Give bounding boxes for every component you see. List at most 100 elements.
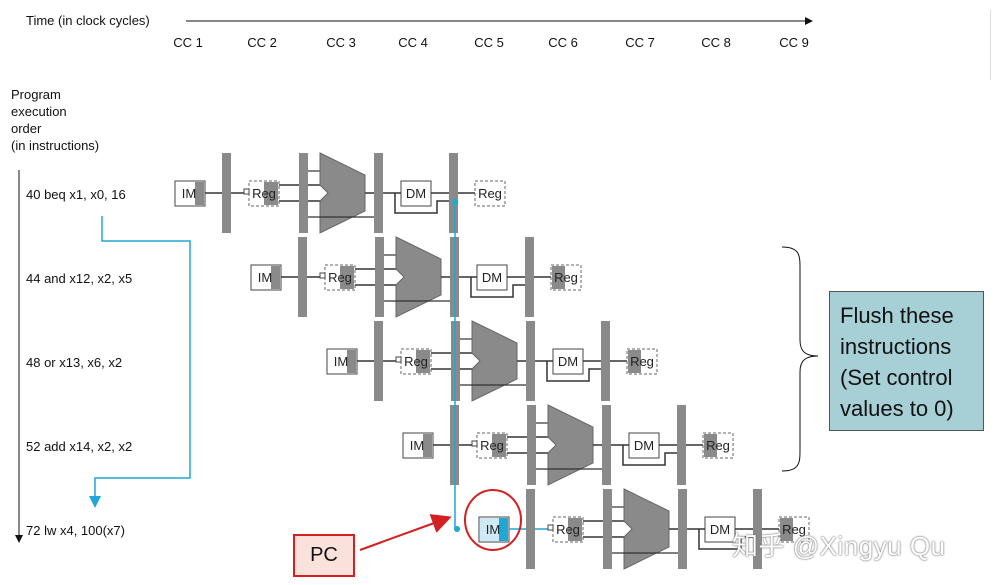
pipeline-register bbox=[222, 153, 231, 233]
pipeline-register bbox=[374, 321, 383, 401]
reg-read-shade bbox=[264, 182, 278, 205]
reg-port bbox=[471, 440, 478, 447]
pc-select-dot bbox=[454, 526, 460, 532]
program-order-line-4: (in instructions) bbox=[11, 138, 99, 153]
pc-highlight-circle bbox=[464, 489, 522, 551]
reg-read-label: Reg bbox=[328, 270, 352, 285]
instruction-label-beq: 40 beq x1, x0, 16 bbox=[26, 187, 126, 202]
im-shade bbox=[499, 518, 508, 541]
reg-read-shade bbox=[492, 434, 506, 457]
flush-note-line-3: (Set control bbox=[840, 365, 953, 390]
reg-read-label: Reg bbox=[404, 354, 428, 369]
program-order-line-1: Program bbox=[11, 87, 61, 102]
dm-box bbox=[704, 516, 736, 543]
pipeline-register bbox=[602, 405, 611, 485]
reg-read-label: Reg bbox=[252, 186, 276, 201]
reg-port bbox=[243, 188, 250, 195]
reg-write-shade bbox=[476, 182, 489, 205]
pc-callout: PC bbox=[293, 534, 355, 577]
clock-cycle-label: CC 5 bbox=[474, 35, 504, 50]
reg-write-shade bbox=[780, 518, 793, 541]
reg-write-label: Reg bbox=[554, 270, 578, 285]
pipeline-register bbox=[449, 153, 458, 233]
program-order-label: Program execution order (in instructions… bbox=[11, 87, 99, 153]
pipeline-register bbox=[299, 153, 308, 233]
pipeline-register bbox=[601, 321, 610, 401]
dm-box bbox=[552, 348, 584, 375]
dm-label: DM bbox=[558, 354, 578, 369]
program-order-line-2: execution bbox=[11, 104, 67, 119]
clock-cycle-label: CC 2 bbox=[247, 35, 277, 50]
pipeline-register bbox=[753, 489, 762, 569]
time-axis-label: Time (in clock cycles) bbox=[26, 13, 150, 28]
pipeline-register bbox=[603, 489, 612, 569]
wire bbox=[546, 361, 601, 382]
flush-note: Flush these instructions (Set control va… bbox=[829, 291, 984, 431]
clock-cycle-label: CC 8 bbox=[701, 35, 731, 50]
slide-edge-mark bbox=[990, 10, 991, 80]
reg-port bbox=[319, 272, 326, 279]
alu bbox=[623, 488, 670, 570]
alu bbox=[319, 152, 366, 234]
pipeline-register bbox=[527, 405, 536, 485]
pipeline-register bbox=[526, 321, 535, 401]
im-shade bbox=[195, 182, 204, 205]
reg-port bbox=[395, 356, 402, 363]
clock-cycle-label: CC 3 bbox=[326, 35, 356, 50]
im-label: IM bbox=[486, 522, 500, 537]
alu bbox=[547, 404, 594, 486]
instruction-label-or: 48 or x13, x6, x2 bbox=[26, 355, 122, 370]
im-label: IM bbox=[258, 270, 272, 285]
reg-read-shade bbox=[340, 266, 354, 289]
pipeline-row-lw: IM Reg DM Reg bbox=[478, 488, 810, 570]
im-shade bbox=[347, 350, 356, 373]
clock-cycle-label: CC 4 bbox=[398, 35, 428, 50]
dm-box bbox=[400, 180, 432, 207]
watermark: 知乎 @Xingyu Qu bbox=[732, 531, 946, 561]
reg-write-label: Reg bbox=[630, 354, 654, 369]
pipeline-register bbox=[677, 405, 686, 485]
pipeline-register bbox=[678, 489, 687, 569]
dm-label: DM bbox=[482, 270, 502, 285]
pipeline-register bbox=[525, 237, 534, 317]
reg-port bbox=[547, 524, 554, 531]
program-order-line-3: order bbox=[11, 121, 42, 136]
pipeline-register bbox=[526, 489, 535, 569]
clock-cycle-label: CC 1 bbox=[173, 35, 203, 50]
flush-note-line-1: Flush these bbox=[840, 303, 954, 328]
reg-read-label: Reg bbox=[556, 522, 580, 537]
instruction-label-add: 52 add x14, x2, x2 bbox=[26, 439, 132, 454]
dm-box bbox=[476, 264, 508, 291]
dm-label: DM bbox=[406, 186, 426, 201]
clock-cycle-label: CC 9 bbox=[779, 35, 809, 50]
instruction-label-lw: 72 lw x4, 100(x7) bbox=[26, 523, 125, 538]
wire bbox=[394, 193, 449, 214]
reg-read-shade bbox=[416, 350, 430, 373]
branch-target-path bbox=[89, 216, 191, 508]
pipeline-register bbox=[375, 237, 384, 317]
pipeline-register bbox=[298, 237, 307, 317]
dm-label: DM bbox=[634, 438, 654, 453]
flush-note-line-2: instructions bbox=[840, 334, 952, 359]
alu bbox=[395, 236, 442, 318]
wire bbox=[622, 445, 677, 466]
reg-write-shade bbox=[628, 350, 641, 373]
branch-source-dot bbox=[452, 199, 458, 205]
pc-pointer-arrow bbox=[359, 514, 452, 551]
wire bbox=[470, 277, 525, 298]
pipeline-row-and: IM Reg DM Reg bbox=[250, 236, 582, 318]
im-shade bbox=[423, 434, 432, 457]
reg-read-shade bbox=[568, 518, 582, 541]
flush-brace bbox=[781, 246, 819, 472]
im-label: IM bbox=[182, 186, 196, 201]
clock-cycle-label: CC 7 bbox=[625, 35, 655, 50]
reg-write-label: Reg bbox=[782, 522, 806, 537]
dm-label: DM bbox=[710, 522, 730, 537]
reg-read-label: Reg bbox=[480, 438, 504, 453]
